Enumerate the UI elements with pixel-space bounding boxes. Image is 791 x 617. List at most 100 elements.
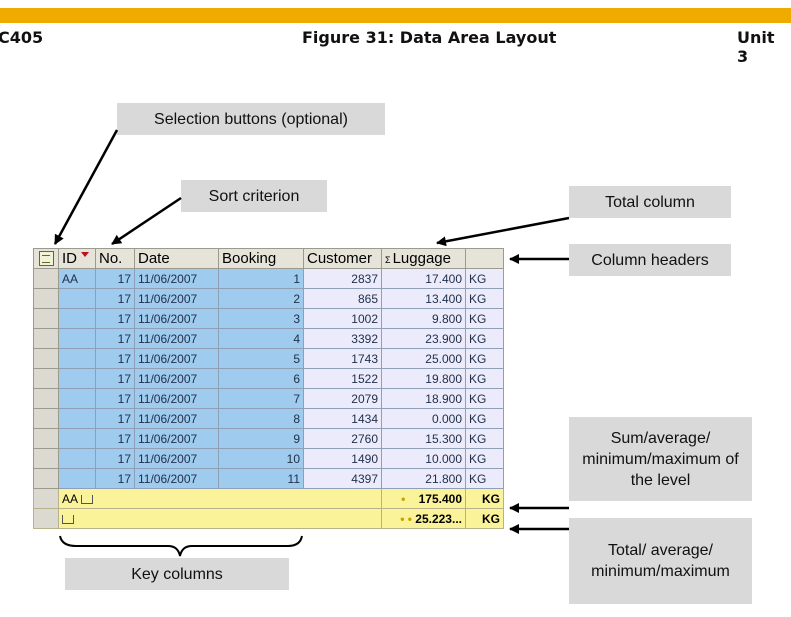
cell-no: 17: [95, 428, 135, 449]
cell-id: [58, 448, 96, 469]
arrow-total-column: [436, 216, 570, 247]
cell-date: 11/06/2007: [134, 348, 219, 369]
cell-date: 11/06/2007: [134, 448, 219, 469]
cell-luggage: 21.800: [381, 468, 466, 489]
column-header-customer[interactable]: Customer: [303, 248, 382, 269]
cell-unit: KG: [465, 468, 504, 489]
cell-unit: KG: [465, 268, 504, 289]
select-all-button[interactable]: [33, 248, 59, 269]
subtotal-label: AA: [58, 488, 382, 509]
column-header-unit[interactable]: [465, 248, 504, 269]
row-selector[interactable]: [33, 268, 59, 289]
row-selector[interactable]: [33, 468, 59, 489]
cell-date: 11/06/2007: [134, 368, 219, 389]
figure-title: Figure 31: Data Area Layout: [302, 28, 557, 47]
cell-luggage: 19.800: [381, 368, 466, 389]
sigma-icon: Σ: [385, 255, 391, 265]
cell-no: 17: [95, 468, 135, 489]
subtotal-value: • 175.400: [381, 488, 466, 509]
row-selector[interactable]: [33, 288, 59, 309]
cell-booking: 10: [218, 448, 304, 469]
cell-customer: 1434: [303, 408, 382, 429]
key-columns-brace: [59, 535, 303, 557]
cell-booking: 2: [218, 288, 304, 309]
cell-luggage: 9.800: [381, 308, 466, 329]
row-selector[interactable]: [33, 388, 59, 409]
cell-id: AA: [58, 268, 96, 289]
column-header-booking[interactable]: Booking: [218, 248, 304, 269]
cell-date: 11/06/2007: [134, 308, 219, 329]
total-row: • • 25.223... KG: [33, 508, 504, 529]
cell-customer: 1002: [303, 308, 382, 329]
cell-customer: 865: [303, 288, 382, 309]
cell-luggage: 15.300: [381, 428, 466, 449]
select-all-icon: [38, 251, 54, 266]
cell-no: 17: [95, 448, 135, 469]
cell-unit: KG: [465, 448, 504, 469]
total-unit: KG: [465, 508, 504, 529]
row-selector[interactable]: [33, 488, 59, 509]
cell-id: [58, 308, 96, 329]
cell-unit: KG: [465, 348, 504, 369]
cell-luggage: 23.900: [381, 328, 466, 349]
total-level-icon: [62, 514, 74, 524]
total-label: [58, 508, 382, 529]
column-header-id[interactable]: ID: [58, 248, 96, 269]
cell-id: [58, 428, 96, 449]
arrow-sort-criterion: [111, 196, 182, 246]
cell-id: [58, 348, 96, 369]
cell-date: 11/06/2007: [134, 428, 219, 449]
cell-luggage: 17.400: [381, 268, 466, 289]
cell-date: 11/06/2007: [134, 468, 219, 489]
cell-no: 17: [95, 288, 135, 309]
cell-luggage: 0.000: [381, 408, 466, 429]
subtotal-level-icon: [81, 494, 94, 504]
cell-luggage: 18.900: [381, 388, 466, 409]
callout-selection-buttons: Selection buttons (optional): [117, 103, 385, 135]
row-selector[interactable]: [33, 328, 59, 349]
cell-unit: KG: [465, 368, 504, 389]
cell-booking: 9: [218, 428, 304, 449]
row-selector[interactable]: [33, 348, 59, 369]
callout-total: Total/ average/ minimum/maximum: [569, 518, 752, 604]
column-header-date[interactable]: Date: [134, 248, 219, 269]
cell-unit: KG: [465, 328, 504, 349]
cell-id: [58, 388, 96, 409]
subtotal-row: AA • 175.400 KG: [33, 488, 504, 509]
cell-customer: 1490: [303, 448, 382, 469]
callout-total-column: Total column: [569, 186, 731, 218]
row-selector[interactable]: [33, 408, 59, 429]
total-value: • • 25.223...: [381, 508, 466, 529]
cell-luggage: 13.400: [381, 288, 466, 309]
cell-customer: 2837: [303, 268, 382, 289]
sort-descending-indicator-icon: [81, 252, 89, 257]
top-accent-bar: [0, 8, 791, 23]
cell-unit: KG: [465, 428, 504, 449]
cell-customer: 4397: [303, 468, 382, 489]
row-selector[interactable]: [33, 508, 59, 529]
cell-booking: 6: [218, 368, 304, 389]
cell-no: 17: [95, 408, 135, 429]
row-selector[interactable]: [33, 448, 59, 469]
cell-customer: 2760: [303, 428, 382, 449]
row-selector[interactable]: [33, 308, 59, 329]
column-header-no[interactable]: No.: [95, 248, 135, 269]
cell-booking: 11: [218, 468, 304, 489]
cell-id: [58, 468, 96, 489]
cell-no: 17: [95, 268, 135, 289]
cell-id: [58, 328, 96, 349]
row-selector[interactable]: [33, 368, 59, 389]
row-selector[interactable]: [33, 428, 59, 449]
cell-customer: 3392: [303, 328, 382, 349]
callout-sum-level: Sum/average/ minimum/maximum of the leve…: [569, 417, 752, 501]
cell-booking: 3: [218, 308, 304, 329]
cell-no: 17: [95, 308, 135, 329]
cell-luggage: 25.000: [381, 348, 466, 369]
